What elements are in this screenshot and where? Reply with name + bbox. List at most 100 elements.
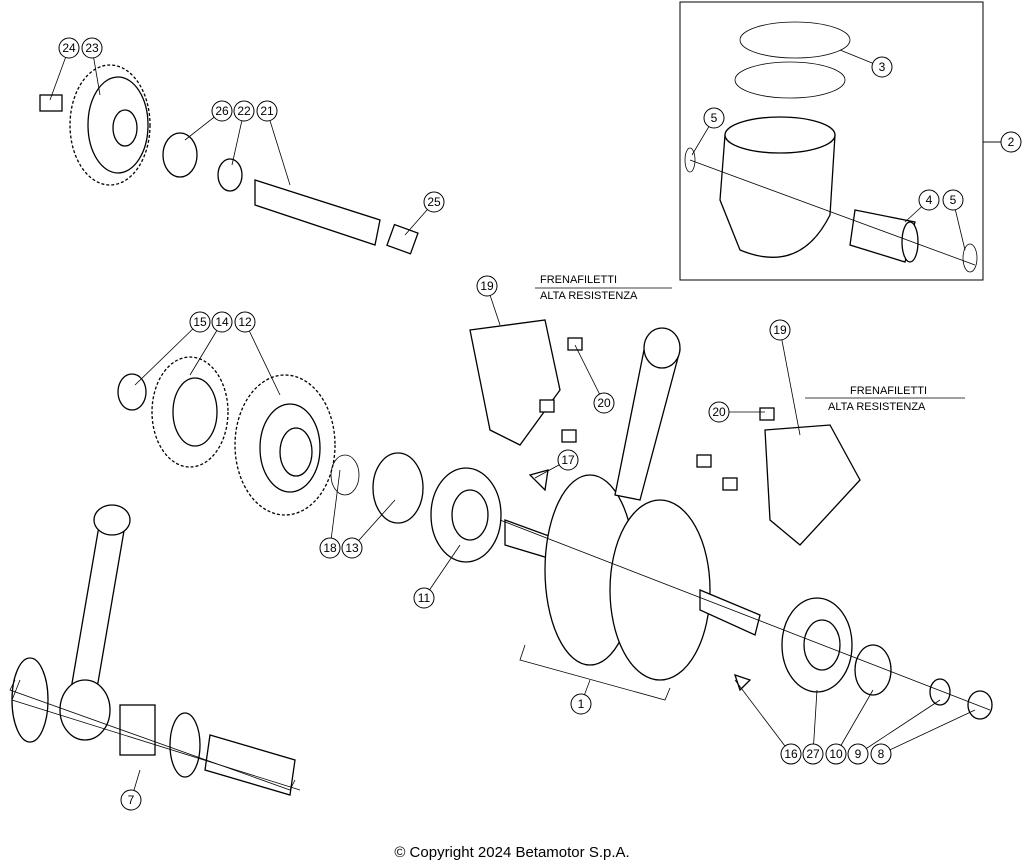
note-threadlocker-2-line2: ALTA RESISTENZA <box>828 401 926 413</box>
callout-7: 7 <box>120 789 142 811</box>
leader-line <box>734 679 792 755</box>
crank-taper-shaft <box>699 589 761 636</box>
leader-line <box>812 689 818 755</box>
callout-15: 15 <box>189 311 211 333</box>
leader-line <box>880 709 976 755</box>
circlip <box>962 243 978 273</box>
piston-crown <box>724 116 836 154</box>
callout-number: 12 <box>238 315 252 329</box>
crank-web-right <box>609 499 711 681</box>
callout-12: 12 <box>234 311 256 333</box>
callout-5: 5 <box>703 107 725 129</box>
shaft-21 <box>254 179 381 246</box>
needle-bearing <box>119 704 156 756</box>
screw-20 <box>759 407 775 421</box>
needle-bearing-25 <box>386 223 419 255</box>
bracket-1 <box>519 644 671 701</box>
callout-number: 16 <box>784 747 798 761</box>
callout-11: 11 <box>413 587 435 609</box>
bracket-19-right <box>764 424 861 546</box>
callout-22: 22 <box>233 100 255 122</box>
callout-number: 25 <box>427 195 441 209</box>
callout-17: 17 <box>557 449 579 471</box>
callout-27: 27 <box>802 743 824 765</box>
callout-number: 1 <box>578 697 585 711</box>
callout-26: 26 <box>211 100 233 122</box>
callout-number: 24 <box>62 41 76 55</box>
screw-20 <box>567 337 583 351</box>
callout-16: 16 <box>780 743 802 765</box>
callout-10: 10 <box>825 743 847 765</box>
o-ring-18 <box>330 454 360 496</box>
callout-4: 4 <box>918 189 940 211</box>
crank-pin <box>204 734 296 796</box>
nut-8 <box>967 690 993 720</box>
callout-19: 19 <box>769 319 791 341</box>
callout-number: 7 <box>128 793 135 807</box>
callout-number: 23 <box>85 41 99 55</box>
bracket-19-left <box>469 319 561 446</box>
callout-number: 13 <box>345 541 359 555</box>
callout-number: 21 <box>260 104 274 118</box>
bolt-24 <box>39 94 63 112</box>
callout-13: 13 <box>341 537 363 559</box>
callout-19: 19 <box>476 275 498 297</box>
callout-24: 24 <box>58 37 80 59</box>
callout-number: 3 <box>879 60 886 74</box>
callout-number: 22 <box>237 104 251 118</box>
piston-ring <box>739 21 851 59</box>
leader-line <box>857 699 941 755</box>
callout-14: 14 <box>211 311 233 333</box>
leader-line <box>266 110 291 186</box>
callout-number: 14 <box>215 315 229 329</box>
callout-number: 5 <box>950 193 957 207</box>
callout-number: 17 <box>561 453 575 467</box>
screw-20 <box>696 454 712 468</box>
connecting-rod-kit <box>69 519 126 701</box>
callout-number: 15 <box>193 315 207 329</box>
callout-25: 25 <box>423 191 445 213</box>
callout-21: 21 <box>256 100 278 122</box>
key-16 <box>733 673 752 692</box>
key-17 <box>528 469 549 492</box>
callout-23: 23 <box>81 37 103 59</box>
callout-9: 9 <box>847 743 869 765</box>
callout-20: 20 <box>708 401 730 423</box>
leader-line <box>779 329 801 436</box>
callout-1: 1 <box>570 693 592 715</box>
callout-3: 3 <box>871 56 893 78</box>
bushing-26 <box>162 132 198 178</box>
washer-22 <box>217 158 243 192</box>
callout-number: 18 <box>323 541 337 555</box>
connecting-rod <box>614 344 681 501</box>
callout-number: 19 <box>480 279 494 293</box>
callout-number: 2 <box>1008 135 1015 149</box>
seal-13 <box>372 452 424 524</box>
callout-number: 9 <box>855 747 862 761</box>
nut-15 <box>117 373 147 411</box>
callout-number: 5 <box>711 111 718 125</box>
callout-number: 8 <box>878 747 885 761</box>
leader-line <box>134 321 201 386</box>
piston-pin <box>849 209 916 263</box>
circlip <box>684 147 696 173</box>
note-threadlocker-1-line2: ALTA RESISTENZA <box>540 290 638 302</box>
leader-line <box>329 469 341 549</box>
note-threadlocker-2-line1: FRENAFILETTI <box>850 385 927 397</box>
callout-number: 27 <box>806 747 820 761</box>
callout-number: 20 <box>712 405 726 419</box>
callout-number: 4 <box>926 193 933 207</box>
screw-20 <box>722 477 738 491</box>
callout-2: 2 <box>1000 131 1022 153</box>
callout-20: 20 <box>593 392 615 414</box>
piston-ring <box>734 61 846 99</box>
callout-18: 18 <box>319 537 341 559</box>
thrust-washer <box>169 712 201 778</box>
callout-5: 5 <box>942 189 964 211</box>
leader-line <box>574 344 605 404</box>
callout-8: 8 <box>870 743 892 765</box>
leader-line <box>423 544 461 599</box>
leader-line <box>835 689 874 755</box>
thrust-washer <box>11 657 49 743</box>
